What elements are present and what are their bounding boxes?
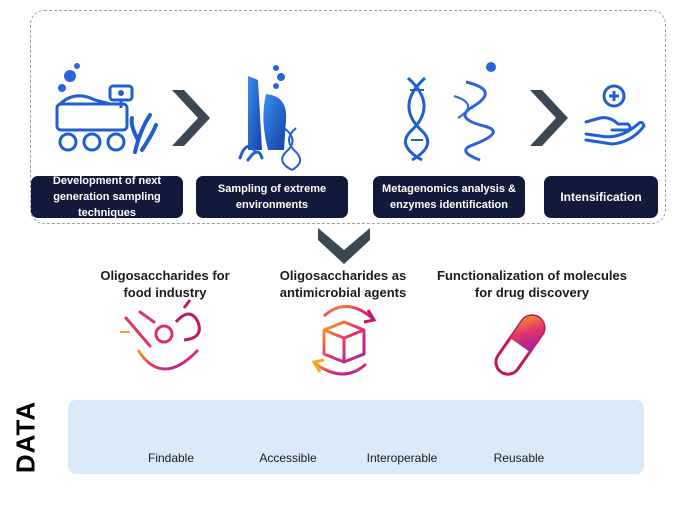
step-extreme-environments: Sampling of extreme environments <box>196 176 348 218</box>
app-title-antimicrobial: Oligosaccharides as antimicrobial agents <box>279 268 407 300</box>
chevron-right-icon <box>172 90 210 146</box>
fair-label-accessible: Accessible <box>259 451 317 465</box>
capsule-icon <box>494 314 546 376</box>
workflow-container <box>30 10 666 224</box>
data-panel <box>68 400 644 474</box>
dna-helix-icon <box>403 62 496 162</box>
step-metagenomics: Metagenomics analysis & enzymes identifi… <box>373 176 525 218</box>
box-recycle-icon <box>311 305 377 376</box>
app-title-food-industry: Oligosaccharides for food industry <box>100 268 230 300</box>
rover-icon <box>55 63 158 154</box>
fair-label-reusable: Reusable <box>493 451 545 465</box>
coral-dna-icon <box>238 65 302 171</box>
fair-label-findable: Findable <box>147 451 195 465</box>
app-title-drug-discovery: Functionalization of molecules for drug … <box>437 268 627 300</box>
fair-label-interoperable: Interoperable <box>366 451 438 465</box>
hand-plus-icon <box>584 84 646 146</box>
chevron-down-icon <box>318 228 370 264</box>
step-sampling-techniques: Development of next generation sampling … <box>31 175 183 219</box>
step-intensification: Intensification <box>544 176 658 218</box>
salad-bowl-icon <box>120 299 202 371</box>
chevron-right-icon-2 <box>530 90 568 146</box>
